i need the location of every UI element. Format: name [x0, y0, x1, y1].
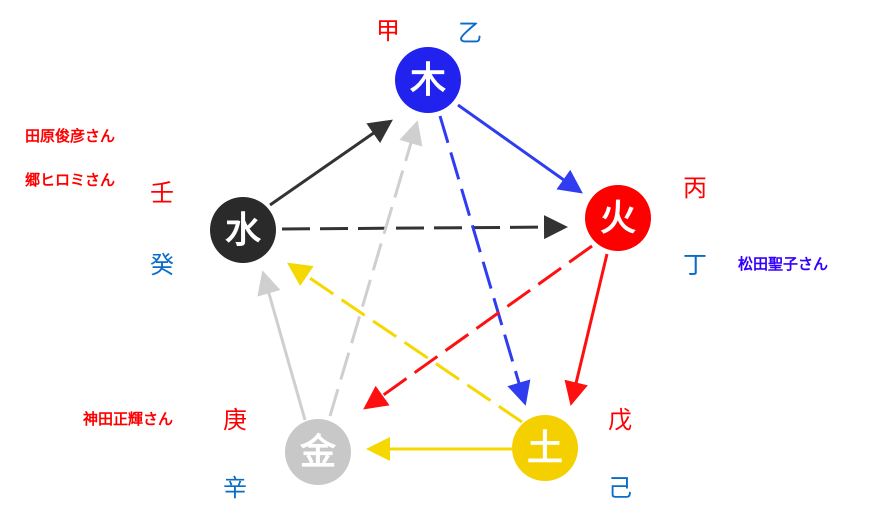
element-earth-label: 土 — [527, 427, 563, 469]
stem-metal-yang: 庚 — [223, 406, 247, 434]
stem-fire-yang: 丙 — [683, 174, 707, 202]
element-wood: 木 — [395, 47, 461, 113]
arrow-water-to-fire — [281, 215, 568, 240]
arrow-wood-to-fire — [457, 103, 583, 194]
person-metal-1: 神田正輝さん — [83, 410, 173, 428]
element-metal: 金 — [285, 419, 351, 485]
person-water-1: 田原俊彦さん — [25, 127, 115, 145]
person-water-2: 郷ヒロミさん — [25, 171, 115, 189]
arrow-metal-to-wood — [328, 120, 423, 417]
element-water-label: 水 — [225, 209, 262, 251]
stem-water-yang: 壬 — [150, 179, 174, 207]
stem-metal-yin: 辛 — [223, 474, 247, 502]
element-metal-label: 金 — [299, 431, 337, 473]
stem-wood-yang: 甲 — [376, 17, 400, 45]
stem-fire-yin: 丁 — [683, 251, 707, 279]
stem-earth-yang: 戊 — [608, 406, 632, 434]
person-fire-1: 松田聖子さん — [738, 255, 828, 273]
element-fire-label: 火 — [600, 197, 636, 239]
element-wood-label: 木 — [410, 59, 446, 101]
stem-water-yin: 癸 — [150, 251, 174, 279]
element-earth: 土 — [512, 415, 578, 481]
arrow-earth-to-water — [287, 262, 523, 424]
arrow-metal-to-water — [257, 270, 307, 421]
element-water: 水 — [210, 197, 276, 263]
stem-wood-yin: 乙 — [458, 19, 482, 47]
arrow-wood-to-earth — [438, 115, 531, 406]
arrow-fire-to-earth — [564, 253, 609, 406]
element-fire: 火 — [585, 185, 651, 251]
arrow-fire-to-metal — [363, 244, 593, 410]
arrow-water-to-wood — [269, 119, 393, 207]
stem-earth-yin: 己 — [608, 474, 632, 502]
